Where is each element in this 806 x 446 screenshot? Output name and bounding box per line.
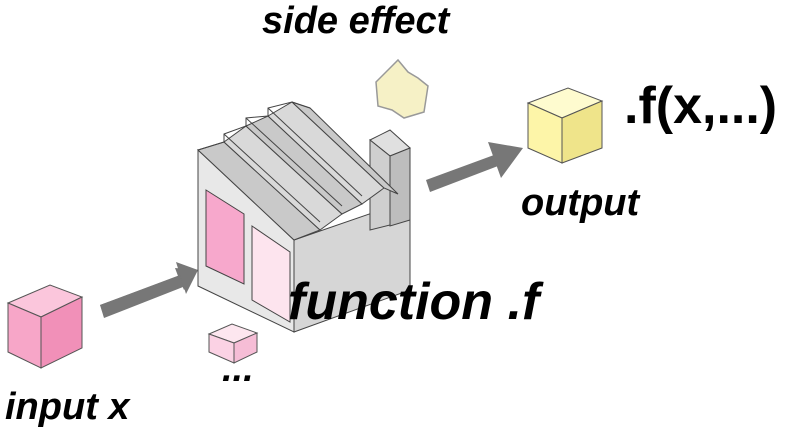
arrow-out-icon [426,142,523,192]
side-effect-label: side effect [262,0,450,42]
output-cube-icon [526,87,604,164]
input-label: input x [5,386,130,428]
function-label: function .f [288,273,540,331]
arrow-in-icon [100,262,198,318]
side-effect-blob-icon [375,58,429,119]
small-cube-icon [207,323,259,364]
factory-icon [197,101,411,333]
ellipsis-label: ... [222,348,254,390]
output-label: output [521,182,640,224]
input-cube-icon [6,284,84,369]
function-call-label: .f(x,...) [624,77,778,135]
